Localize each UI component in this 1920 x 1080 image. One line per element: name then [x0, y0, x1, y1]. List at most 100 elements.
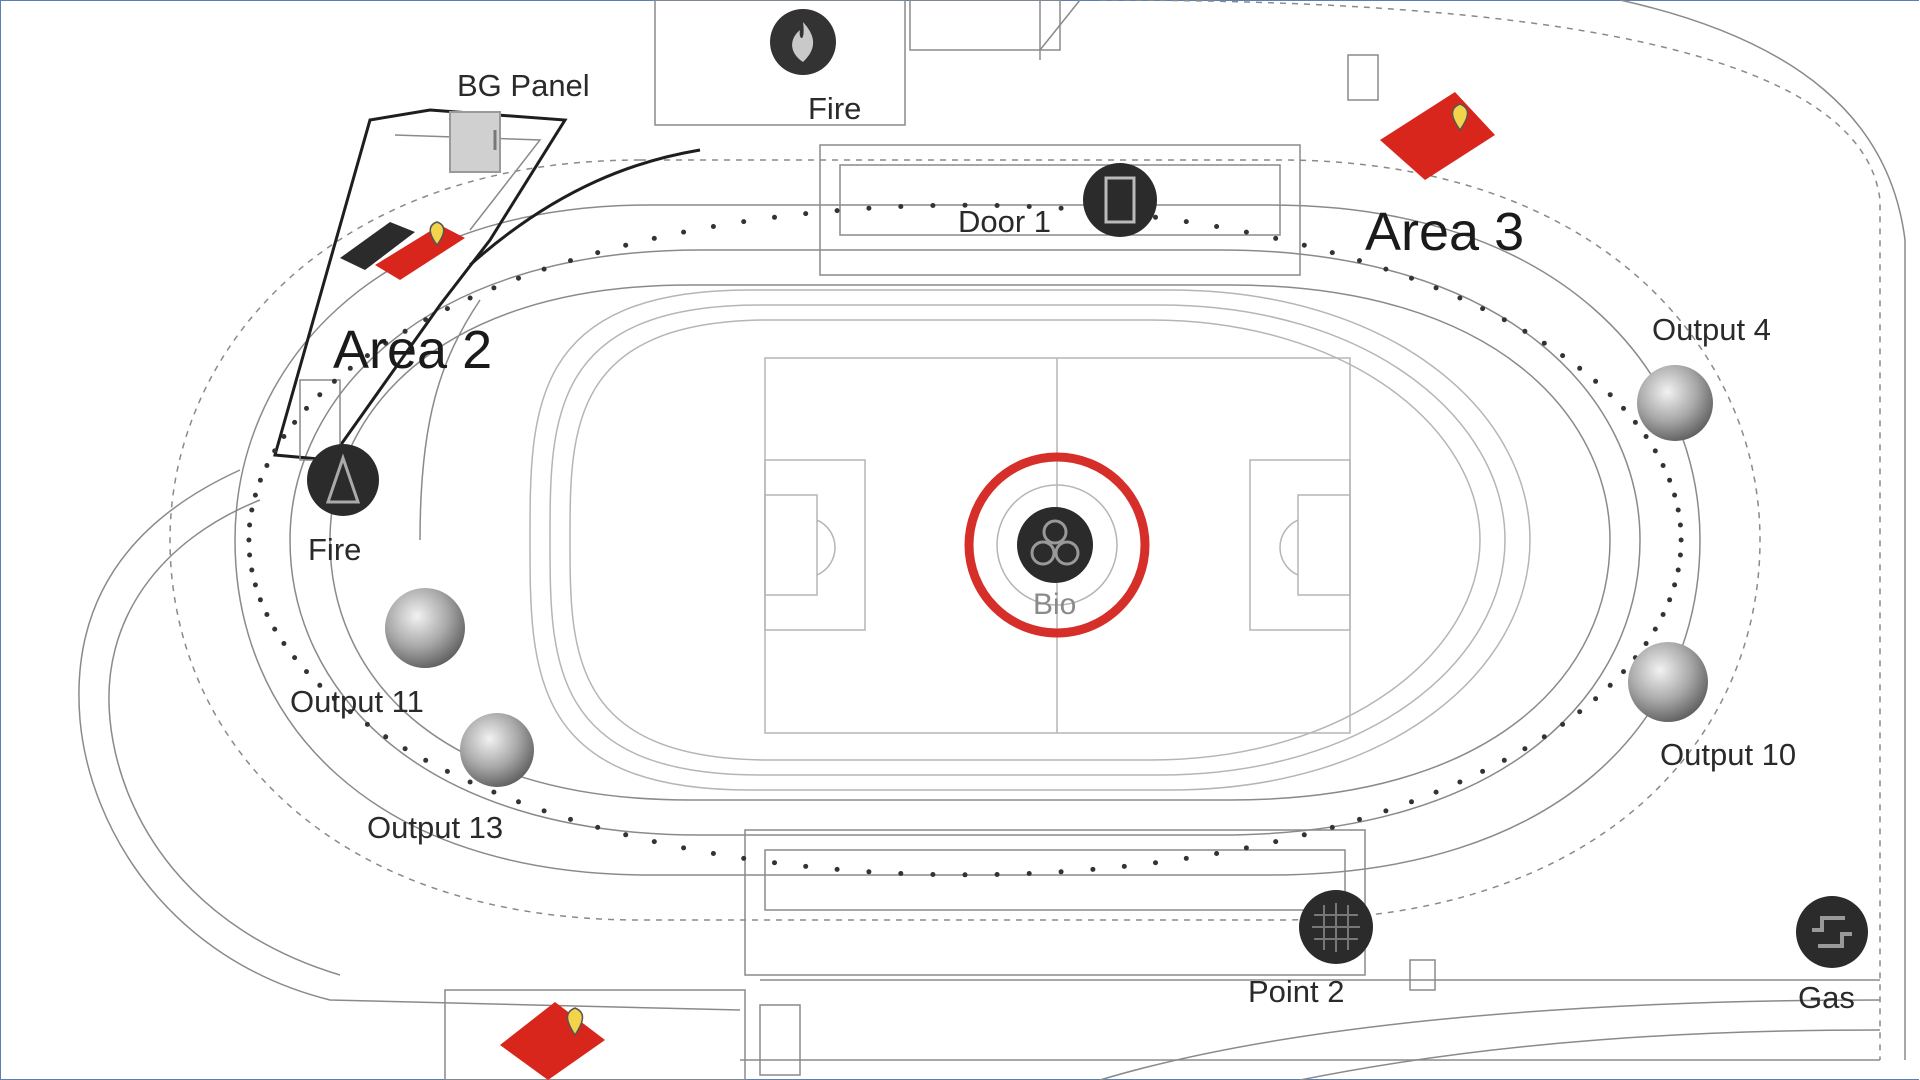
bg-panel-label: BG Panel	[457, 68, 590, 103]
seat-dot	[772, 860, 777, 866]
output-sphere-icon[interactable]	[1628, 642, 1708, 722]
seat-dot	[281, 434, 287, 439]
left-wing	[273, 108, 568, 462]
output13[interactable]: Output 13	[367, 713, 534, 845]
seat-dot	[568, 258, 573, 264]
door1-label: Door 1	[958, 204, 1051, 239]
seat-dot	[1026, 204, 1032, 209]
seat-dot	[304, 669, 309, 675]
seat-dot	[331, 378, 337, 384]
seat-dot	[1593, 378, 1599, 384]
seat-dot	[467, 779, 473, 785]
seat-dot	[1675, 567, 1681, 573]
output-sphere-icon[interactable]	[460, 713, 534, 787]
seat-dot	[1457, 295, 1463, 301]
seat-dot	[1667, 597, 1673, 603]
area2-label: Area 2	[333, 320, 492, 380]
output-sphere-icon[interactable]	[385, 588, 465, 668]
seat-dot	[1607, 682, 1613, 688]
seat-dot	[1593, 696, 1599, 702]
seat-dot	[1273, 235, 1279, 241]
seat-dot	[741, 219, 747, 225]
output4[interactable]: Output 4	[1637, 312, 1771, 441]
door-icon[interactable]	[1083, 163, 1157, 237]
seat-dot	[741, 855, 747, 861]
seat-dot	[1660, 463, 1666, 468]
seat-dot	[364, 353, 370, 359]
location-pin-icon[interactable]	[566, 1007, 584, 1037]
seat-dot	[1026, 871, 1032, 876]
area3-label: Area 3	[1365, 202, 1524, 262]
door1[interactable]: Door 1	[958, 163, 1157, 239]
seat-dot	[491, 285, 497, 291]
seat-dot	[1652, 448, 1658, 454]
bg-panel[interactable]: BG Panel	[449, 68, 590, 173]
seat-dot	[1329, 824, 1335, 830]
seat-dot	[866, 869, 872, 875]
seat-dot	[623, 242, 629, 248]
seat-dot	[623, 832, 629, 838]
seat-dot	[364, 721, 370, 727]
location-pin-icon[interactable]	[1451, 103, 1469, 132]
seat-dot	[1457, 779, 1463, 785]
seat-dot	[331, 696, 337, 702]
output11-label: Output 11	[290, 684, 424, 719]
point2-label: Point 2	[1248, 974, 1345, 1009]
seat-dot	[1480, 768, 1486, 774]
seat-dot	[898, 204, 904, 209]
seat-dot	[264, 463, 270, 468]
seat-dot	[595, 824, 601, 830]
seat-dot	[834, 866, 840, 872]
seat-dot	[1607, 392, 1613, 398]
seat-dot	[568, 816, 573, 822]
seat-dot	[257, 477, 263, 483]
zone-bottom	[500, 1002, 605, 1080]
seat-dot	[1652, 626, 1658, 632]
seat-dot	[1677, 552, 1683, 558]
seat-dot	[1357, 258, 1362, 264]
seat-dot	[930, 203, 936, 208]
seat-dot	[1560, 353, 1566, 359]
seat-dot	[317, 392, 323, 398]
seat-dot	[541, 266, 547, 272]
seat-dot	[1522, 746, 1528, 752]
seat-dot	[1501, 757, 1507, 763]
seat-dot	[1058, 869, 1064, 875]
output11[interactable]: Output 11	[290, 588, 465, 719]
site-outline	[78, 0, 1906, 1080]
gas-pipe-icon[interactable]	[1796, 896, 1868, 968]
biohazard-icon[interactable]	[1017, 507, 1093, 583]
seat-dot	[444, 306, 450, 312]
seat-dot	[1153, 214, 1158, 220]
seat-dot	[1214, 224, 1220, 229]
extinguisher-icon[interactable]	[307, 444, 379, 516]
seat-dot	[1501, 317, 1507, 323]
point2[interactable]: Point 2	[1248, 890, 1373, 1009]
fire-left[interactable]: Fire	[307, 444, 379, 567]
seat-dot	[710, 224, 716, 229]
fire-left-label: Fire	[308, 532, 361, 567]
location-pin-icon[interactable]	[429, 221, 445, 247]
seat-dot	[1643, 641, 1649, 646]
gas[interactable]: Gas	[1796, 896, 1868, 1015]
seat-dot	[1522, 328, 1528, 334]
seat-dot	[1667, 477, 1673, 483]
seat-dot	[1058, 205, 1064, 211]
seat-dot	[962, 202, 968, 208]
output10[interactable]: Output 10	[1628, 642, 1796, 772]
seat-dot	[249, 567, 255, 573]
output-sphere-icon[interactable]	[1637, 365, 1713, 441]
fire-top-label: Fire	[808, 91, 861, 126]
seat-dot	[383, 734, 389, 740]
fire-top[interactable]: Fire	[770, 9, 861, 126]
bg-panel-icon[interactable]	[449, 111, 501, 173]
seat-dot	[1183, 855, 1189, 861]
seat-dot	[1677, 522, 1683, 528]
seat-dot	[1632, 419, 1638, 425]
seat-dot	[272, 448, 278, 454]
output13-label: Output 13	[367, 810, 503, 845]
seat-dot	[467, 295, 473, 301]
bio-alert[interactable]: Bio	[964, 452, 1150, 638]
seat-dot	[247, 552, 253, 558]
